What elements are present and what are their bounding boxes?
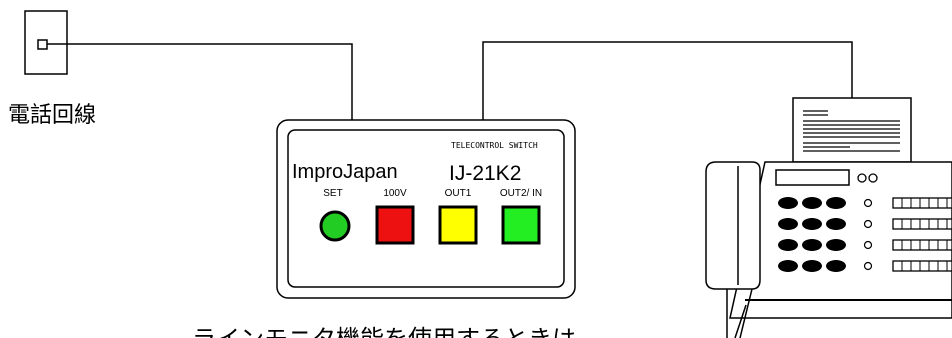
fax-machine	[705, 97, 952, 338]
out2-in-indicator[interactable]	[501, 205, 541, 245]
power-100v-label: 100V	[383, 188, 407, 199]
fax-function-key	[778, 260, 798, 272]
fax-function-key	[778, 197, 798, 209]
caption-text: ラインモニタ機能を使用するときは	[192, 325, 576, 338]
fax-indicator-light	[857, 173, 867, 183]
set-button[interactable]	[319, 210, 351, 242]
fax-handset-cord	[726, 288, 753, 338]
out1-label: OUT1	[445, 188, 472, 199]
fax-one-touch-key	[892, 260, 952, 272]
switch-housing-inner	[287, 129, 565, 288]
switch-brand: ImproJapan	[292, 161, 398, 183]
fax-function-key	[802, 197, 822, 209]
fax-keypad	[778, 197, 952, 272]
set-label: SET	[323, 188, 342, 199]
fax-key-indicator	[863, 240, 873, 250]
fax-one-touch-key	[892, 218, 952, 230]
line-cable	[47, 43, 353, 120]
fax-function-key	[802, 218, 822, 230]
switch-subtitle: TELECONTROL SWITCH	[451, 141, 538, 150]
power-100v-indicator[interactable]	[375, 205, 415, 245]
fax-function-key	[802, 260, 822, 272]
switch-model: IJ-21K2	[449, 162, 521, 185]
fax-function-key	[826, 239, 846, 251]
fax-function-key	[826, 218, 846, 230]
fax-key-indicator	[863, 198, 873, 208]
fax-function-key	[778, 239, 798, 251]
out2-in-label: OUT2/ IN	[500, 188, 542, 199]
wall-outlet-label: 電話回線	[8, 103, 96, 128]
fax-indicator-light	[868, 173, 878, 183]
fax-function-key	[802, 239, 822, 251]
fax-key-indicator	[863, 261, 873, 271]
fax-display	[775, 169, 850, 186]
out1-indicator[interactable]	[438, 205, 478, 245]
fax-key-indicator	[863, 219, 873, 229]
fax-paper-text-lines	[803, 110, 900, 152]
fax-one-touch-key	[892, 239, 952, 251]
wall-outlet	[24, 10, 68, 75]
fax-handset	[705, 161, 761, 290]
fax-function-key	[826, 197, 846, 209]
fax-function-key	[826, 260, 846, 272]
fax-function-key	[778, 218, 798, 230]
fax-one-touch-key	[892, 197, 952, 209]
outlet-jack	[37, 39, 48, 50]
fax-paper	[792, 97, 912, 163]
switch-unit: TELECONTROL SWITCH ImproJapan IJ-21K2 SE…	[276, 119, 576, 299]
fax-cable	[482, 41, 853, 120]
